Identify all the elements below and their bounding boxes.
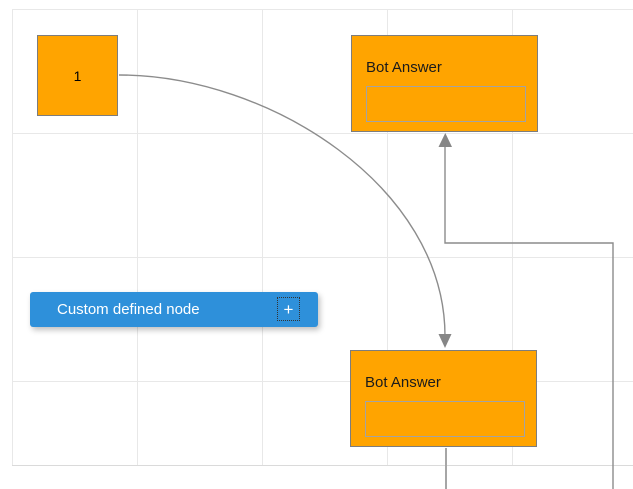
node-start[interactable]: 1	[37, 35, 118, 116]
node-start-label: 1	[73, 67, 82, 84]
node-bot-answer-top[interactable]: Bot Answer	[351, 35, 538, 132]
node-bot-answer-bottom[interactable]: Bot Answer	[350, 350, 537, 447]
arrowhead-up-icon	[438, 133, 452, 147]
bot-answer-input[interactable]	[365, 401, 525, 437]
node-title: Bot Answer	[365, 374, 441, 391]
custom-node-label: Custom defined node	[57, 301, 200, 318]
plus-icon: +	[283, 299, 294, 319]
node-custom-defined[interactable]: Custom defined node +	[30, 292, 318, 327]
orthogonal-connector[interactable]	[444, 146, 614, 489]
bot-answer-input[interactable]	[366, 86, 526, 122]
node-title: Bot Answer	[366, 59, 442, 76]
curved-connector[interactable]	[118, 74, 446, 337]
arrowhead-down-icon	[438, 334, 452, 348]
add-node-button[interactable]: +	[277, 297, 300, 321]
